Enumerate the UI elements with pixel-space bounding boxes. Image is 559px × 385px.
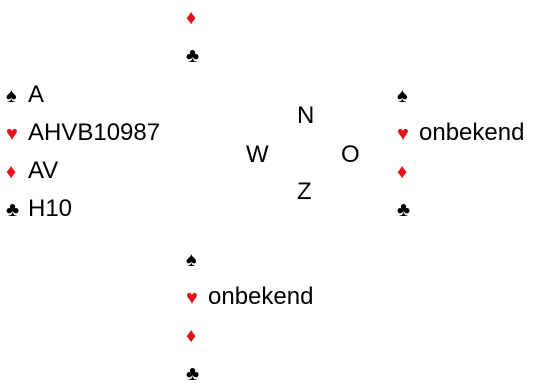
- south-spades-row: ♠: [186, 240, 313, 278]
- south-hearts-cards: onbekend: [208, 283, 314, 310]
- diamond-icon: ♦: [6, 161, 17, 183]
- east-hand: ♠ ♥ onbekend ♦ ♣: [397, 76, 524, 228]
- west-hearts-cards: AHVB10987: [28, 119, 161, 146]
- west-clubs-row: ♣ H10: [6, 190, 160, 228]
- west-hearts-row: ♥ AHVB10987: [6, 114, 160, 152]
- south-diamonds-row: ♦: [186, 316, 313, 354]
- west-spades-row: ♠A: [6, 76, 160, 114]
- east-clubs-row: ♣: [397, 190, 524, 228]
- heart-icon: ♥: [397, 123, 409, 145]
- south-hand: ♠ ♥ onbekend ♦ ♣: [186, 240, 313, 385]
- compass-south-label: Z: [297, 178, 312, 205]
- south-clubs-row: ♣: [186, 354, 313, 385]
- club-icon: ♣: [6, 199, 20, 221]
- west-diamonds-cards: AV: [28, 157, 59, 184]
- club-icon: ♣: [186, 45, 200, 67]
- east-hearts-cards: onbekend: [419, 119, 525, 146]
- north-diamonds-row: ♦: [186, 0, 208, 36]
- south-hearts-row: ♥ onbekend: [186, 278, 313, 316]
- east-spades-row: ♠: [397, 76, 524, 114]
- east-hearts-row: ♥ onbekend: [397, 114, 524, 152]
- diamond-icon: ♦: [186, 325, 197, 347]
- spade-icon: ♠: [6, 85, 17, 107]
- compass-north-label: N: [297, 102, 315, 129]
- club-icon: ♣: [186, 363, 200, 385]
- west-spades-cards: A: [28, 81, 45, 108]
- heart-icon: ♥: [6, 123, 18, 145]
- compass-west-label: W: [246, 141, 269, 168]
- west-clubs-cards: H10: [28, 195, 73, 222]
- heart-icon: ♥: [186, 287, 198, 309]
- diamond-icon: ♦: [186, 7, 197, 29]
- spade-icon: ♠: [397, 85, 408, 107]
- club-icon: ♣: [397, 199, 411, 221]
- west-hand: ♠A ♥AHVB10987 ♦AV ♣H10: [6, 76, 160, 228]
- east-diamonds-row: ♦: [397, 152, 524, 190]
- compass-east-label: O: [341, 141, 360, 168]
- diamond-icon: ♦: [397, 161, 408, 183]
- west-diamonds-row: ♦ AV: [6, 152, 160, 190]
- spade-icon: ♠: [186, 249, 197, 271]
- north-hand: ♦ ♣: [186, 0, 208, 74]
- north-clubs-row: ♣: [186, 36, 208, 74]
